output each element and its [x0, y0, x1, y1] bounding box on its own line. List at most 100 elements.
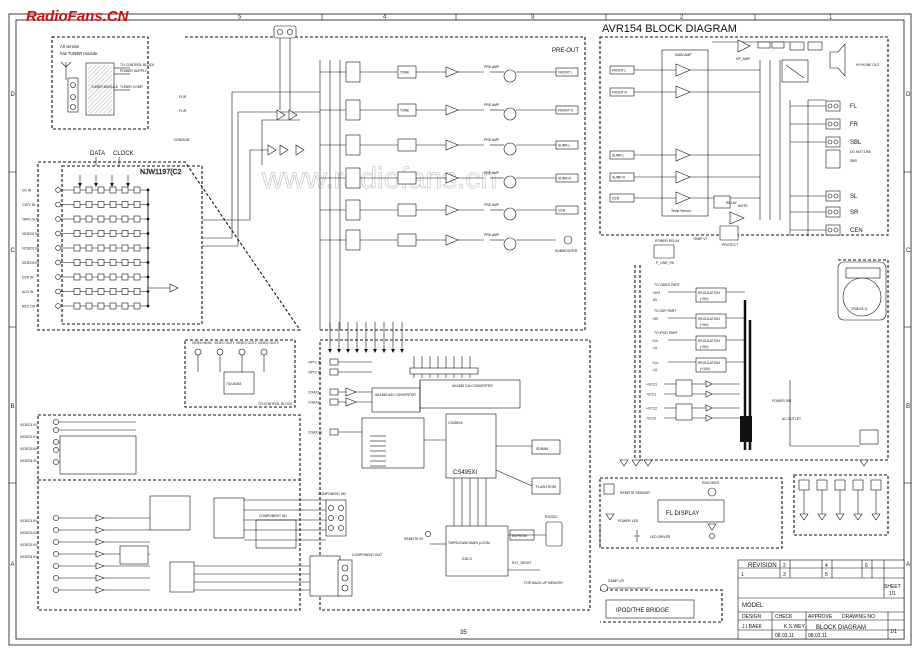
- psu-diode: [705, 414, 713, 422]
- input-switch: [73, 273, 81, 281]
- video-in-jack: [53, 447, 59, 453]
- speaker-label: SL: [850, 194, 858, 200]
- dsp-input-label: OPT1 IN: [308, 361, 322, 365]
- psu-voltage: +5V: [652, 317, 659, 321]
- power-led-label: POWER LED: [618, 519, 639, 523]
- speaker-label-sbr: SBR: [850, 159, 858, 163]
- psu-regulator-label: REGULATION: [698, 339, 720, 343]
- key-arrow: [871, 513, 881, 521]
- tb-rev-1: 1: [741, 572, 744, 578]
- video-in-jack: [53, 439, 59, 445]
- preamp-label: PRE AMP: [484, 103, 500, 107]
- video-in-jack: [53, 459, 59, 465]
- grid-row-a-left: A: [11, 562, 15, 568]
- ground-arrows: [619, 459, 869, 467]
- psu-regulator: [695, 287, 727, 303]
- grid-col-1: 1: [829, 15, 833, 21]
- psu-regulator: [695, 357, 727, 373]
- input-jack-icon: [55, 230, 61, 237]
- key-arrow: [835, 513, 845, 521]
- bus-arrow: [328, 349, 332, 353]
- mcu-ic-label: IC6C3: [462, 557, 472, 561]
- input-switch: [73, 244, 81, 252]
- tuner-pin-control: TO CONTROL BLOCK: [120, 63, 155, 67]
- temp-label: TEMP VT: [693, 237, 708, 241]
- display-block: FL DISPLAY REMOTE SENSOR POWER LED LED D…: [599, 477, 783, 549]
- tb-sheet-val: 1/1: [889, 591, 896, 597]
- psu-voltage: +3V3: [652, 291, 660, 295]
- tb-revision: REVISION: [748, 563, 777, 569]
- terminal-post: [833, 193, 839, 199]
- psu-rail-label: -VCC2: [646, 417, 656, 421]
- title-block: REVISION 1 2 3 4 5 6 SHEET 1/1 MODEL DES…: [737, 559, 905, 640]
- preout-jack: [555, 105, 579, 115]
- input-jack-icon: [55, 274, 61, 280]
- bus-arrow: [382, 349, 386, 353]
- terminal-post: [827, 139, 833, 145]
- vol-switch: [345, 99, 361, 121]
- input-switch: [133, 230, 141, 237]
- terminal-post: [827, 121, 833, 127]
- tuner-note-line2: has TUNER module.: [60, 51, 98, 56]
- terminal-post: [833, 103, 839, 109]
- psu-diode: [705, 390, 713, 398]
- video-in-label: VIDEO3 IN: [20, 447, 37, 451]
- tb-check-by: K.S.WEY: [784, 624, 806, 630]
- tuner-note-line1: All version: [60, 44, 80, 49]
- transistor-icon: [503, 107, 517, 121]
- video-buffer: [95, 586, 105, 594]
- headphone-out-label: H.PHONE OUT: [856, 63, 880, 67]
- input-switch: [85, 244, 93, 252]
- input-jack-icon: [55, 245, 61, 251]
- psu-regulator-value: (+15V): [700, 367, 710, 371]
- tone-box: [397, 203, 417, 217]
- amp-input-label: FRONT L: [612, 69, 627, 73]
- key-jack: [870, 479, 882, 491]
- vol-switch: [345, 134, 361, 156]
- key-jacks: [798, 479, 882, 521]
- video-in-jack: [53, 587, 59, 593]
- selector-chip: NJW1197(C2: [140, 169, 182, 176]
- sheet-inner-border: [15, 19, 905, 640]
- dsp-input-label: COAX1: [308, 391, 320, 395]
- input-selector-box: [61, 165, 203, 325]
- tb-sheet-mark: 1/1: [890, 629, 897, 635]
- amp-triangle: [675, 63, 691, 77]
- tb-rev-3: 3: [783, 572, 786, 578]
- bus-arrow: [391, 349, 395, 353]
- tb-design-by: J.I.BAEK: [742, 624, 763, 630]
- headphone-jack-icon: [829, 43, 846, 77]
- main-amp-title: MAIN AMP: [675, 53, 692, 57]
- fl-display-title: FL DISPLAY: [666, 511, 699, 517]
- grid-col-4: 4: [383, 15, 387, 21]
- ctrl-arrow: [78, 183, 82, 187]
- ipod-box: [605, 599, 695, 619]
- psu-regulator-label: REGULATION: [698, 291, 720, 295]
- psu-line-label: P_LINE_PA: [656, 261, 675, 265]
- input-switch: [97, 259, 105, 266]
- preamp-triangle: [445, 66, 459, 78]
- speaker-label: SR: [850, 210, 859, 216]
- bus-arrow: [373, 349, 377, 353]
- tuner-pin-comp: TUNER COMP: [120, 85, 144, 89]
- input-label-2: TAPE OUT: [22, 218, 39, 222]
- tuner-pin-power: POWER SUPPLY: [120, 69, 148, 73]
- input-switch: [109, 230, 117, 237]
- preamp-triangle: [445, 204, 459, 216]
- main-amp-temp-sensor: Temp Sensor: [671, 209, 692, 213]
- bus-arrow: [346, 349, 350, 353]
- mute-label: MUTE: [738, 204, 748, 208]
- input-switch: [97, 273, 105, 281]
- dsp-input-jack: [329, 428, 339, 436]
- psu-to-label: TO VIDEO PART: [654, 283, 680, 287]
- input-switch: [133, 273, 141, 281]
- transistor-icon: [503, 175, 517, 189]
- grid-row-b-left: B: [11, 404, 15, 410]
- preout-title: PRE-OUT: [552, 48, 579, 54]
- preout-block: PRE-OUT DATA CLOCK NJW1197(C2 CD INCATV …: [22, 25, 586, 331]
- grid-col-3: 3: [531, 15, 535, 21]
- adc-chip: [371, 387, 421, 413]
- psu-rail-label: +VCC1: [646, 383, 657, 387]
